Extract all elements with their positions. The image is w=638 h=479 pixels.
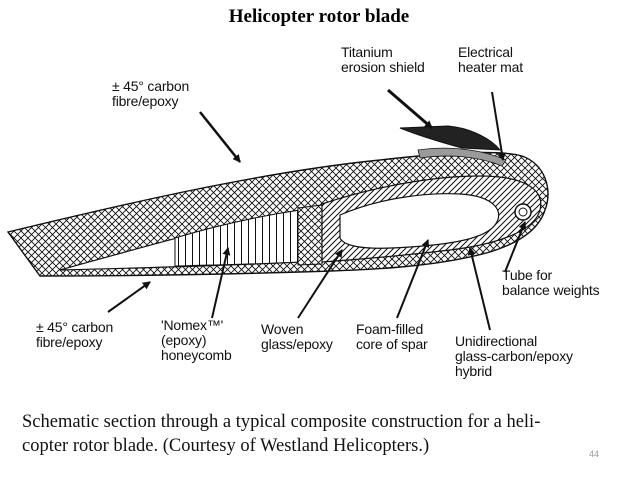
leader-unidirectional [467,247,491,331]
label-woven-line1: Woven [261,321,304,337]
label-heater-line1: Electrical [458,44,513,60]
label-carbon-top: ± 45° carbon fibre/epoxy [112,79,189,109]
figure-caption: Schematic section through a typical comp… [22,410,622,458]
electrical-heater-mat [417,147,507,167]
leader-nomex [211,247,231,319]
label-heater-line2: heater mat [458,59,523,75]
leader-titanium [387,88,433,130]
leader-woven [297,249,343,319]
label-tube: Tube for balance weights [502,267,600,298]
label-nomex-line3: honeycomb [161,347,232,363]
label-foam: Foam-filled core of spar [356,322,428,352]
label-foam-line2: core of spar [356,336,428,352]
leader-tube [504,221,527,273]
label-unidirectional-line3: hybrid [455,363,492,379]
figure-caption-line1: Schematic section through a typical comp… [22,412,541,432]
label-heater: Electrical heater mat [458,45,523,75]
label-carbon-bottom-line1: ± 45° carbon [36,319,114,335]
label-titanium: Titanium erosion shield [341,45,425,75]
leader-heater [491,91,506,161]
woven-glass-band [297,204,323,266]
label-tube-line2: balance weights [502,282,600,298]
figure-caption-line2: copter rotor blade. (Courtesy of Westlan… [22,436,430,456]
label-carbon-bottom: ± 45° carbon fibre/epoxy [36,320,113,350]
label-woven: Woven glass/epoxy [261,322,333,352]
label-nomex-line2: (epoxy) [161,332,207,348]
label-nomex: 'Nomex™' (epoxy) honeycomb [161,318,232,363]
label-titanium-line2: erosion shield [341,59,425,75]
label-unidirectional: Unidirectional glass-carbon/epoxy hybrid [455,334,573,379]
label-titanium-line1: Titanium [341,44,393,60]
label-unidirectional-line1: Unidirectional [455,333,538,349]
balance-weight-tube-inner [518,207,528,217]
foam-core [339,193,500,249]
label-unidirectional-line2: glass-carbon/epoxy [455,348,573,364]
label-carbon-top-line1: ± 45° carbon [112,78,190,94]
slide-title: Helicopter rotor blade [228,6,410,27]
label-carbon-top-line2: fibre/epoxy [112,93,179,109]
titanium-erosion-shield [399,125,502,151]
leader-carbon-top [199,111,241,163]
label-nomex-line1: 'Nomex™' [161,317,224,333]
label-woven-line2: glass/epoxy [261,336,333,352]
label-foam-line1: Foam-filled [356,321,424,337]
label-carbon-bottom-line2: fibre/epoxy [36,334,103,350]
page-number: 44 [589,449,600,459]
leader-foam [396,239,430,319]
label-tube-line1: Tube for [502,267,553,283]
leader-carbon-bottom [107,281,151,313]
